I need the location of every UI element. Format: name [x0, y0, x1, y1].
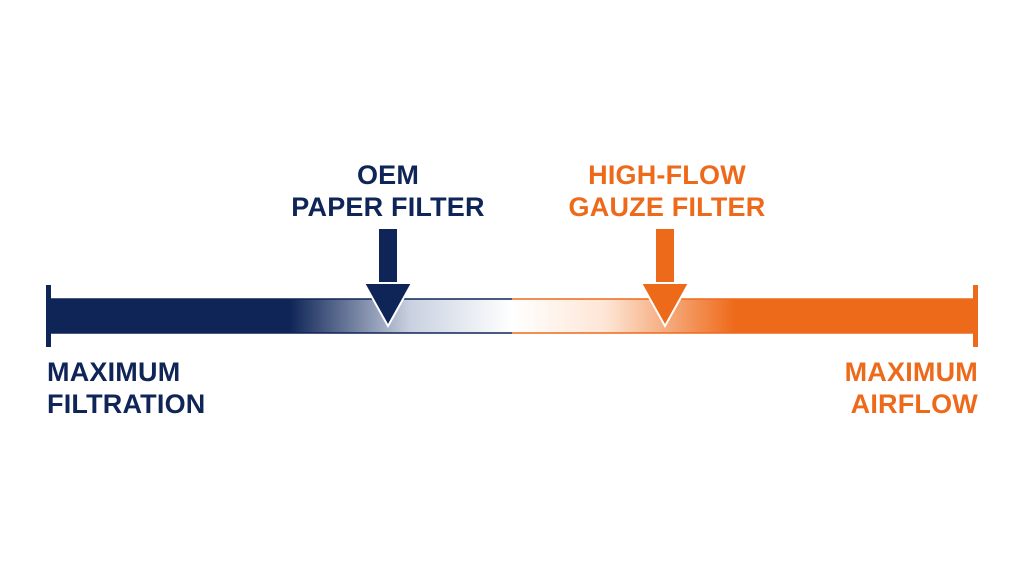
- filtration-label-line2: FILTRATION: [47, 389, 206, 419]
- maximum-filtration-label: MAXIMUM FILTRATION: [47, 356, 205, 420]
- airflow-label-line1: MAXIMUM: [844, 357, 978, 387]
- filtration-label-line1: MAXIMUM: [47, 357, 181, 387]
- oem-label-line1: OEM: [356, 160, 420, 190]
- right-end-cap: [973, 285, 978, 347]
- airflow-label-line2: AIRFLOW: [850, 389, 978, 419]
- gauze-label-line1: HIGH-FLOW: [588, 160, 746, 190]
- oem-paper-filter-label: OEM PAPER FILTER: [291, 159, 484, 223]
- gauze-marker-arrow: [639, 229, 691, 329]
- oem-marker-arrow: [362, 229, 414, 329]
- spectrum-bar-filtration-half: [49, 299, 512, 333]
- left-end-cap: [46, 285, 51, 347]
- oem-label-line2: PAPER FILTER: [291, 192, 485, 222]
- spectrum-bar-airflow-half: [512, 299, 976, 333]
- maximum-airflow-label: MAXIMUM AIRFLOW: [845, 356, 978, 420]
- gauze-label-line2: GAUZE FILTER: [568, 192, 766, 222]
- high-flow-gauze-filter-label: HIGH-FLOW GAUZE FILTER: [569, 159, 766, 223]
